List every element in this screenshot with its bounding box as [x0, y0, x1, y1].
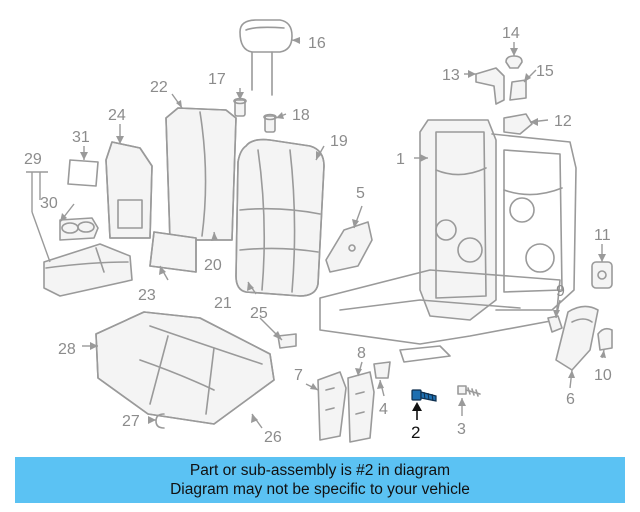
callout-2-highlighted[interactable]: 2	[411, 423, 420, 442]
armrest-29	[43, 243, 133, 297]
highlight-leader	[412, 402, 422, 420]
callout-17: 17	[208, 71, 226, 88]
latch-12	[503, 113, 533, 135]
callout-labels: 16 17 18 22 19 24 31 29 30 20 21 23 25 2…	[24, 25, 612, 446]
clip-4	[373, 361, 391, 379]
cover-11	[591, 261, 613, 289]
bolster-pad-24	[105, 141, 153, 239]
seat-cushion-28	[95, 311, 275, 425]
bracket-13	[475, 67, 505, 105]
banner-line-1: Part or sub-assembly is #2 in diagram	[189, 462, 451, 479]
callout-4: 4	[379, 401, 388, 418]
callout-29: 29	[24, 151, 42, 168]
callout-26: 26	[264, 429, 282, 446]
headrest-part	[239, 19, 293, 96]
parts-diagram: 16 17 18 22 19 24 31 29 30 20 21 23 25 2…	[24, 19, 613, 446]
cap-10	[597, 327, 613, 351]
banner-line-2: Diagram may not be specific to your vehi…	[170, 481, 470, 498]
pad-23	[149, 231, 197, 273]
callout-21: 21	[214, 295, 232, 312]
cap-14	[505, 55, 523, 69]
callout-15: 15	[536, 63, 554, 80]
clip-27	[155, 413, 165, 429]
seatback-frame-1	[319, 119, 577, 363]
callout-30: 30	[40, 195, 58, 212]
callout-10: 10	[594, 367, 612, 384]
callout-12: 12	[554, 113, 572, 130]
callout-6: 6	[566, 391, 575, 408]
callout-23: 23	[138, 287, 156, 304]
bolt-2-highlighted[interactable]	[411, 389, 437, 402]
callout-7: 7	[294, 367, 303, 384]
callout-8: 8	[357, 345, 366, 362]
bolt-3	[457, 385, 481, 397]
cover-7	[317, 371, 347, 441]
callout-22: 22	[150, 79, 168, 96]
leader-arrowheads	[60, 37, 606, 424]
callout-25: 25	[250, 305, 268, 322]
knob-9	[547, 315, 563, 333]
cover-15	[509, 79, 527, 101]
callout-14: 14	[502, 25, 520, 42]
callout-13: 13	[442, 67, 460, 84]
callout-27: 27	[122, 413, 140, 430]
cupholder-30	[59, 217, 99, 241]
callout-24: 24	[108, 107, 126, 124]
callout-1: 1	[396, 151, 405, 168]
callout-28: 28	[58, 341, 76, 358]
seatback-pad-22	[165, 107, 237, 241]
callout-16: 16	[308, 35, 326, 52]
bracket-5	[325, 221, 373, 273]
headrest-guide-18	[263, 113, 277, 133]
callout-5: 5	[356, 185, 365, 202]
callout-3: 3	[457, 421, 466, 438]
label-pad-31	[67, 159, 99, 187]
callout-18: 18	[292, 107, 310, 124]
clip-25	[277, 333, 297, 349]
callout-19: 19	[330, 133, 348, 150]
headrest-guide-17	[233, 97, 247, 117]
callout-20: 20	[204, 257, 222, 274]
callout-11: 11	[594, 227, 611, 244]
side-cover-6	[555, 305, 599, 371]
callout-31: 31	[72, 129, 90, 146]
callout-9: 9	[556, 283, 565, 300]
seatback-cover-19	[235, 138, 325, 297]
cover-8	[347, 371, 375, 443]
info-banner: Part or sub-assembly is #2 in diagram Di…	[15, 457, 625, 503]
